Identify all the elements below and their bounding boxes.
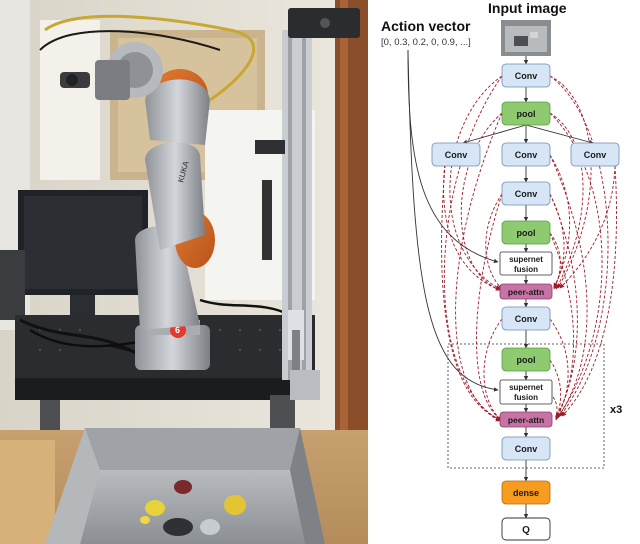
conv-node-left: Conv <box>431 142 481 167</box>
svg-text:peer-attn: peer-attn <box>508 287 544 297</box>
svg-text:dense: dense <box>513 488 539 498</box>
svg-text:pool: pool <box>517 228 536 238</box>
svg-text:fusion: fusion <box>514 393 538 402</box>
pool-node-3: pool <box>501 347 551 372</box>
conv-node-middle: Conv <box>501 142 551 167</box>
conv-node-right: Conv <box>570 142 620 167</box>
svg-text:Conv: Conv <box>515 150 538 160</box>
svg-text:pool: pool <box>517 355 536 365</box>
pool-node-2: pool <box>501 220 551 245</box>
svg-text:fusion: fusion <box>514 265 538 274</box>
supernet-fusion-node-2: supernet fusion <box>499 379 553 405</box>
robot-arm: 6 KUKA <box>39 14 256 370</box>
action-vector-title: Action vector <box>381 18 471 34</box>
svg-text:Conv: Conv <box>515 314 538 324</box>
supernet-fusion-node-1: supernet fusion <box>499 251 553 276</box>
peer-attn-node-2: peer-attn <box>499 411 553 428</box>
wooden-frame <box>335 0 368 430</box>
conv-node-4: Conv <box>501 436 551 461</box>
robot-photo: 6 KUKA <box>0 0 368 544</box>
conv-node-2: Conv <box>501 181 551 206</box>
svg-text:Conv: Conv <box>515 189 538 199</box>
action-vector-values: [0, 0.3, 0.2, 0, 0.9, ...] <box>381 37 471 48</box>
q-output-node: Q <box>501 517 551 541</box>
svg-text:Conv: Conv <box>515 444 538 454</box>
dense-node: dense <box>501 480 551 505</box>
svg-text:6: 6 <box>175 325 180 335</box>
svg-text:supernet: supernet <box>509 383 543 392</box>
repeat-label: x3 <box>610 404 622 416</box>
svg-text:Conv: Conv <box>515 71 538 81</box>
metal-bin <box>45 428 325 544</box>
svg-text:Q: Q <box>522 525 530 536</box>
svg-text:peer-attn: peer-attn <box>508 415 544 425</box>
input-image-thumbnail <box>501 20 551 56</box>
input-image-title: Input image <box>488 0 567 16</box>
pool-node-1: pool <box>501 101 551 126</box>
svg-text:Conv: Conv <box>584 150 607 160</box>
conv-node-1: Conv <box>501 63 551 88</box>
network-diagram: Input image Action vector [0, 0.3, 0.2, … <box>381 0 622 541</box>
conv-node-3: Conv <box>501 306 551 331</box>
peer-attn-node-1: peer-attn <box>499 283 553 300</box>
svg-text:pool: pool <box>517 109 536 119</box>
svg-text:Conv: Conv <box>445 150 468 160</box>
svg-text:supernet: supernet <box>509 255 543 264</box>
